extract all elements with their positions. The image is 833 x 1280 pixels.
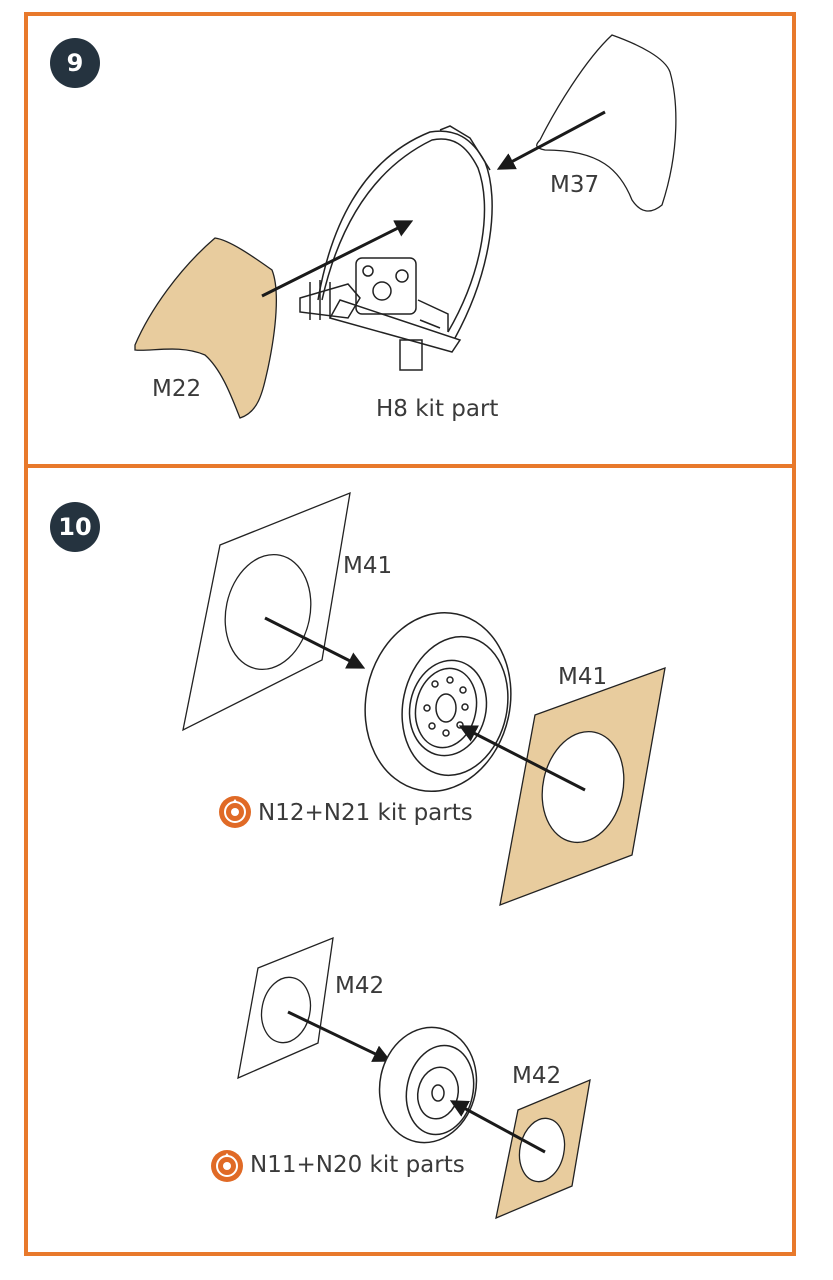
label-h8-kit-part: H8 kit part (376, 396, 499, 422)
warning-circle-icon (211, 1150, 243, 1182)
label-m37: M37 (550, 172, 600, 198)
mask-m22-shape (134, 237, 278, 419)
label-n12-n21-kit-parts: N12+N21 kit parts (258, 800, 473, 826)
label-m42-back: M42 (512, 1063, 562, 1089)
label-m42-front: M42 (335, 973, 385, 999)
step-10-panel: 10 (24, 464, 796, 1256)
arrow-m37 (496, 110, 606, 170)
arrow-m22 (261, 220, 414, 298)
step-number-badge: 10 (50, 502, 100, 552)
step-number-badge: 9 (50, 38, 100, 88)
arrow-m41-front (264, 616, 366, 669)
label-n11-n20-kit-parts: N11+N20 kit parts (250, 1152, 465, 1178)
warning-circle-icon (219, 796, 251, 828)
arrow-m42-front (287, 1010, 392, 1062)
canopy-h8-part (299, 125, 493, 371)
mask-m37-shape (536, 34, 677, 212)
label-m41-back: M41 (558, 664, 608, 690)
label-m41-front: M41 (343, 553, 393, 579)
arrow-m42-back (449, 1100, 546, 1154)
label-m22: M22 (152, 376, 202, 402)
arrow-m41-back (458, 725, 586, 792)
